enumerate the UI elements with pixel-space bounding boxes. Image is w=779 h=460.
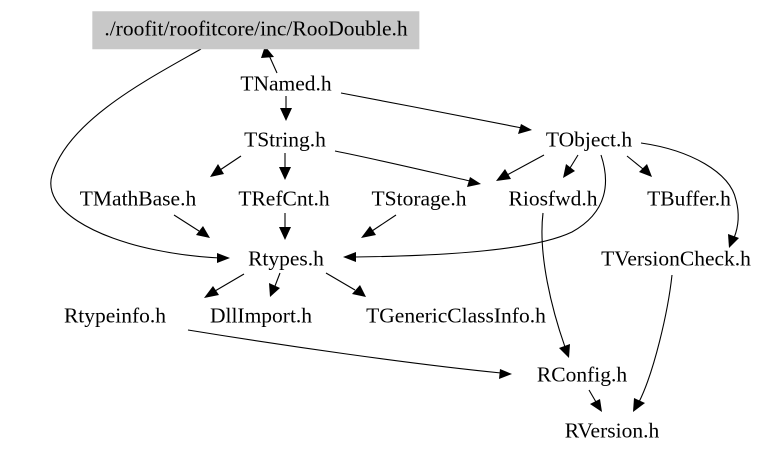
edge-rtypes-to-dllimport xyxy=(274,272,281,287)
edge-tobject-to-tbuffer xyxy=(626,155,644,170)
node-tstring[interactable]: TString.h xyxy=(244,127,326,152)
arrowhead-tstring-to-trefcnt xyxy=(279,167,291,180)
node-tmathbase[interactable]: TMathBase.h xyxy=(79,186,197,211)
arrowhead-rconfig-to-rversion xyxy=(590,399,602,412)
node-rconfig[interactable]: RConfig.h xyxy=(536,362,628,387)
arrowhead-rtypes-to-dllimport xyxy=(269,283,280,297)
edge-roodouble-to-tnamed xyxy=(267,52,278,74)
arrowhead-trefcnt-to-rtypes xyxy=(279,227,291,240)
arrowhead-rtypes-to-tgenericclassinfo xyxy=(352,285,366,297)
edge-dllimport-to-rconfig xyxy=(187,329,502,374)
edge-tstring-to-tmathbase xyxy=(219,155,242,171)
arrowhead-tnamed-to-tstring xyxy=(280,108,292,121)
node-rtypeinfo[interactable]: Rtypeinfo.h xyxy=(63,303,167,328)
edge-tnamed-to-tobject xyxy=(340,92,523,129)
edge-tobject-to-tstorage xyxy=(506,154,545,176)
node-rversion[interactable]: RVersion.h xyxy=(564,418,660,443)
arrowhead-tmathbase-to-rtypes xyxy=(196,226,210,238)
node-tversioncheck[interactable]: TVersionCheck.h xyxy=(601,246,751,271)
arrowhead-tnamed-to-tobject xyxy=(518,124,532,134)
arrowhead-dllimport-to-rconfig xyxy=(499,369,512,379)
node-tnamed[interactable]: TNamed.h xyxy=(240,71,332,96)
node-trefcnt[interactable]: TRefCnt.h xyxy=(238,186,330,211)
edge-rtypes-to-rtypeinfo xyxy=(214,273,245,292)
arrowhead-tobject-to-riosfwd xyxy=(563,164,575,178)
node-dllimport[interactable]: DllImport.h xyxy=(209,303,313,328)
node-tstorage[interactable]: TStorage.h xyxy=(371,186,467,211)
arrowhead-tstorage-to-rtypes xyxy=(361,226,376,238)
node-riosfwd[interactable]: Riosfwd.h xyxy=(508,186,598,211)
edge-roodouble-to-rtypes xyxy=(50,48,221,259)
node-tobject[interactable]: TObject.h xyxy=(545,127,633,152)
arrowhead-tobject-to-rtypes xyxy=(343,252,356,262)
node-roodouble[interactable]: ./roofit/roofitcore/inc/RooDouble.h xyxy=(92,11,420,49)
edge-tstorage-to-rtypes xyxy=(371,214,397,232)
edge-tobject-to-riosfwd xyxy=(569,154,579,169)
arrowhead-tstring-to-tmathbase xyxy=(210,164,224,177)
arrowhead-roodouble-to-rtypes xyxy=(217,253,230,263)
edge-rconfig-to-rversion xyxy=(588,389,597,403)
node-rtypes[interactable]: Rtypes.h xyxy=(248,246,324,271)
node-tgenericclassinfo[interactable]: TGenericClassInfo.h xyxy=(366,303,546,328)
arrowhead-tversioncheck-to-rversion xyxy=(633,398,645,412)
edge-tstring-to-tstorage xyxy=(334,150,471,182)
edge-tversioncheck-to-rversion xyxy=(638,274,673,403)
arrowhead-tobject-to-tstorage xyxy=(496,169,511,181)
arrowhead-tobject-to-tbuffer xyxy=(639,164,652,177)
edge-tmathbase-to-rtypes xyxy=(173,214,200,232)
node-tbuffer[interactable]: TBuffer.h xyxy=(647,186,731,211)
arrowhead-rtypes-to-rtypeinfo xyxy=(204,286,219,298)
arrowhead-riosfwd-to-rconfig xyxy=(559,344,570,358)
arrowhead-tstring-to-tstorage xyxy=(467,177,481,187)
edge-rtypes-to-tgenericclassinfo xyxy=(325,272,356,291)
